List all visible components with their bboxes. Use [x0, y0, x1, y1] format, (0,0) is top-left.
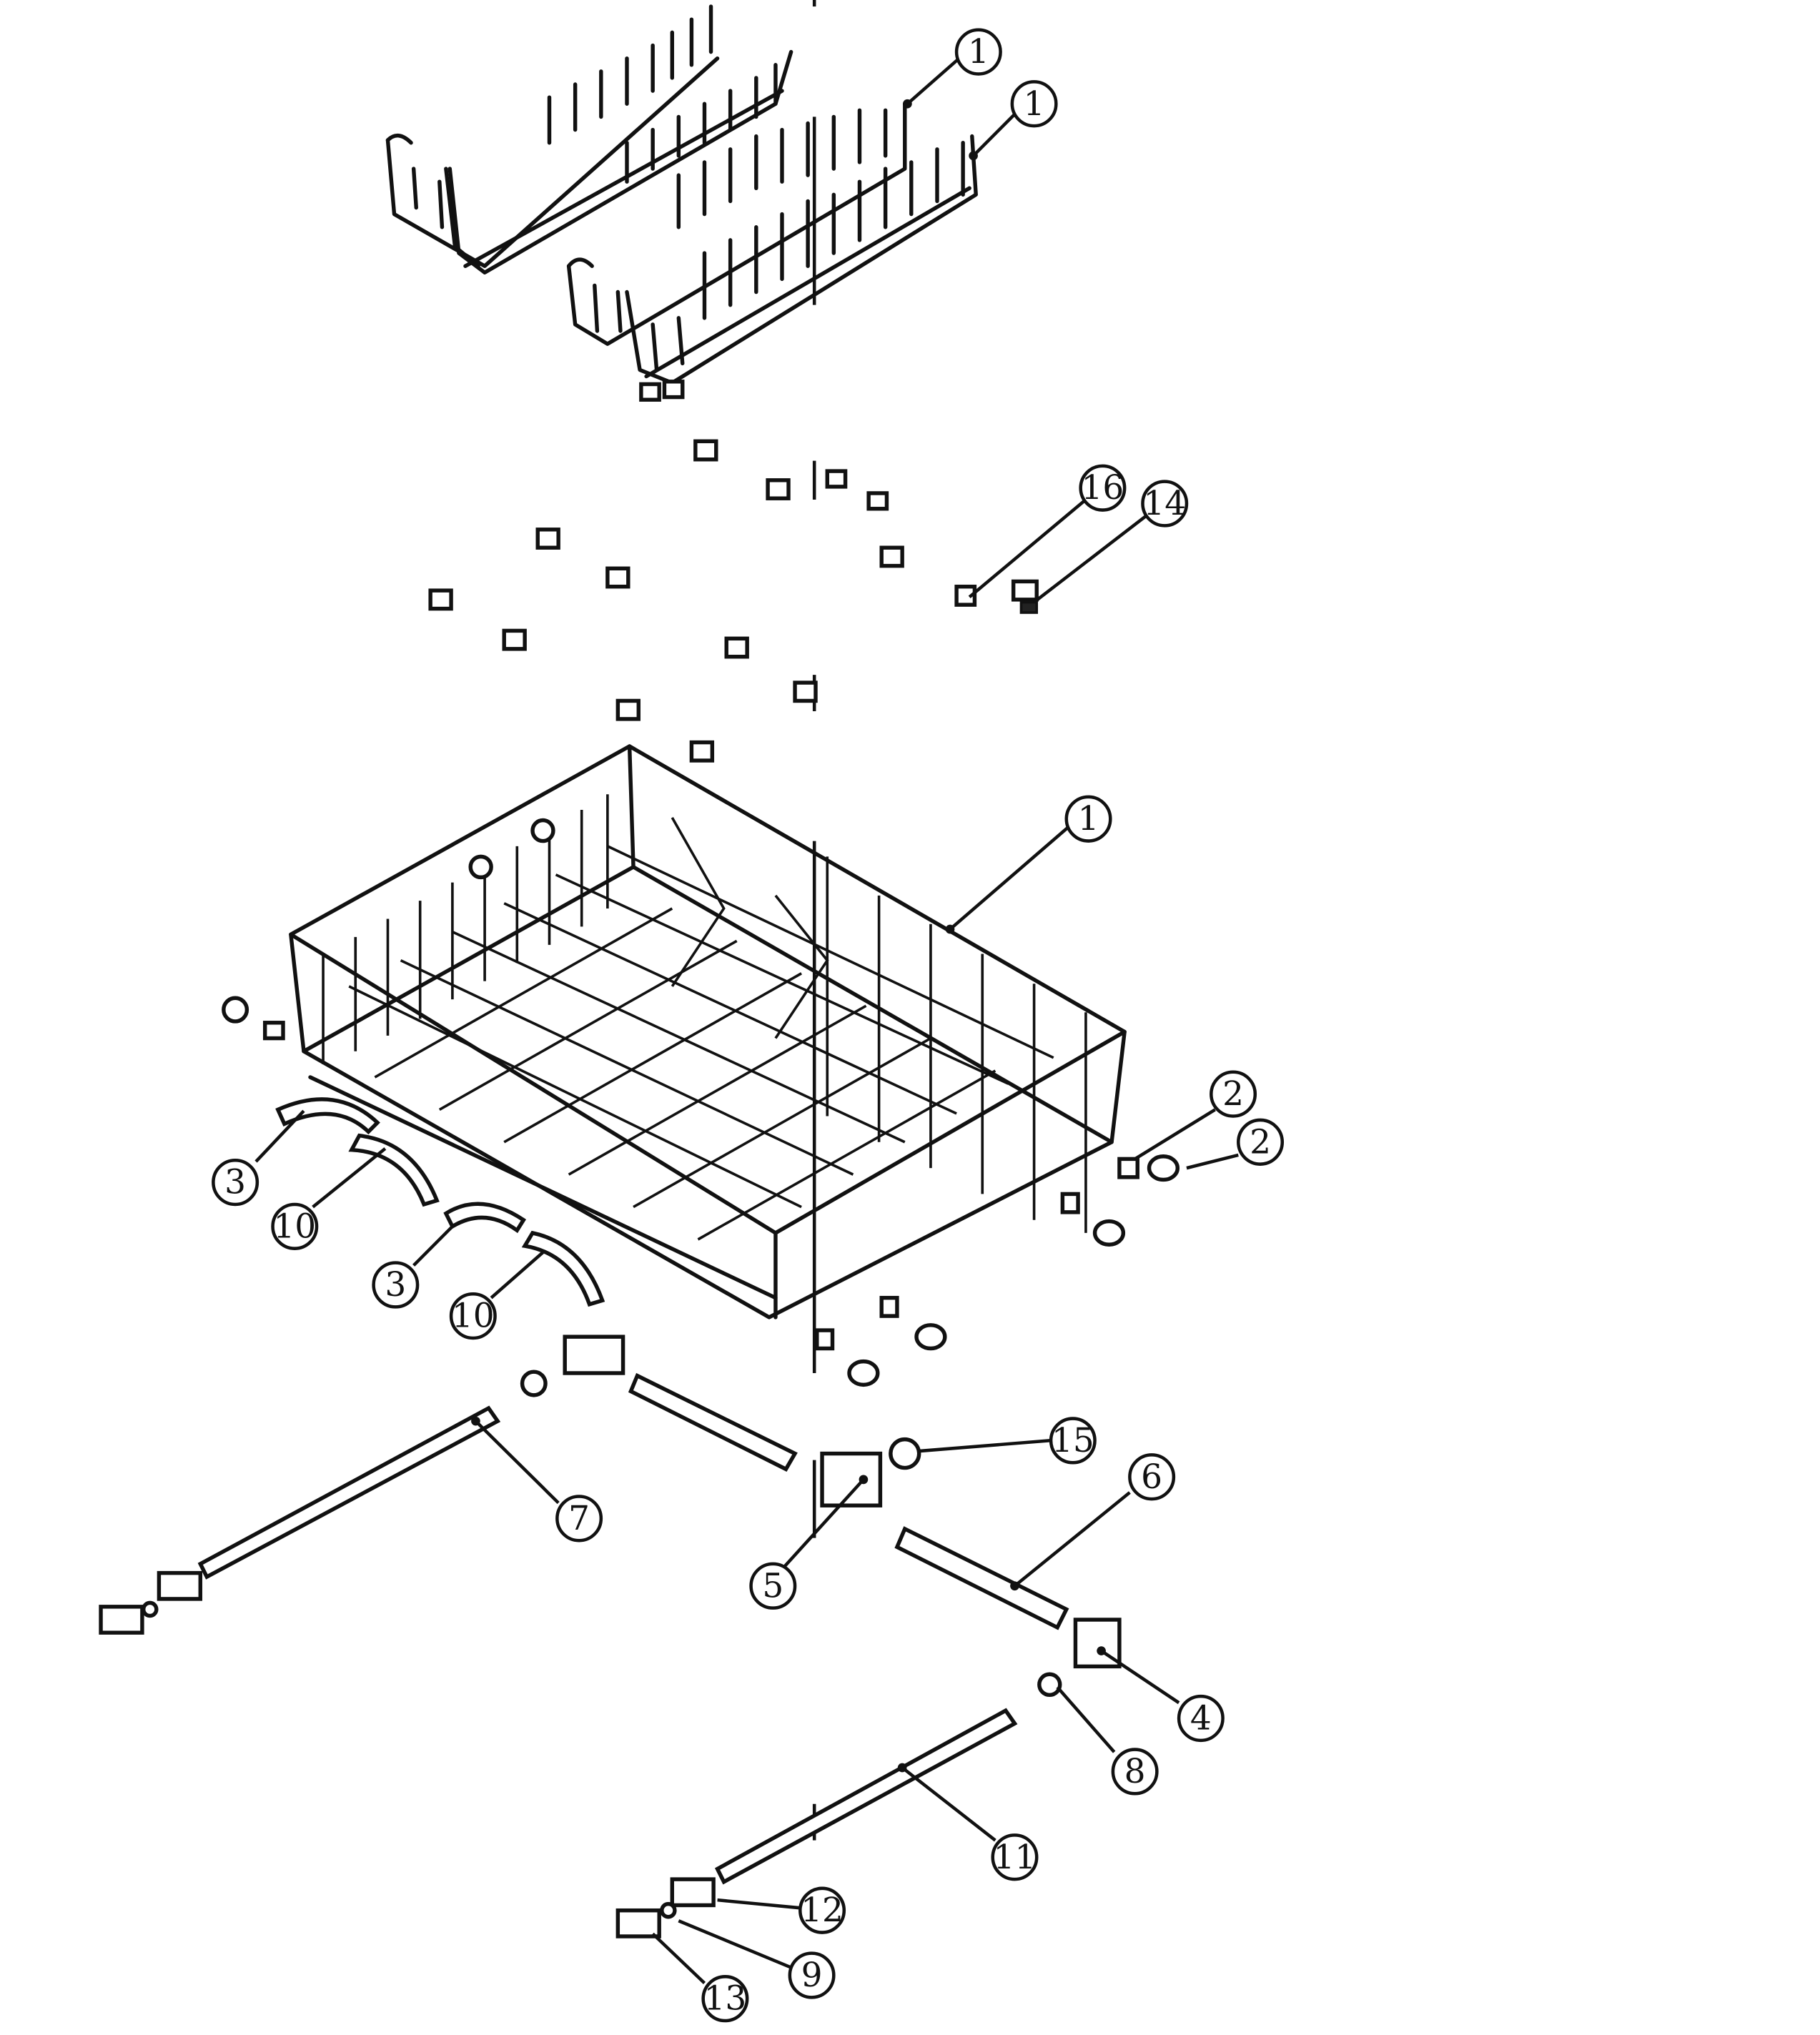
tine-row-upper-left	[385, 4, 720, 268]
callout-label: 10	[452, 1297, 495, 1336]
callout-2: 2	[1210, 1070, 1257, 1118]
callout-label: 15	[1052, 1421, 1094, 1460]
callout-label: 4	[1190, 1698, 1212, 1738]
callout-1: 1	[1064, 795, 1112, 843]
callout-label: 2	[1250, 1122, 1271, 1162]
clip-parts	[428, 380, 1039, 763]
callout-13: 13	[701, 1975, 749, 2023]
track-rails	[275, 1097, 605, 1307]
callout-15: 15	[1049, 1417, 1097, 1465]
callout-label: 5	[762, 1566, 783, 1605]
callout-10: 10	[271, 1202, 319, 1250]
callout-label: 10	[273, 1207, 316, 1246]
callout-label: 1	[1078, 799, 1099, 838]
callout-2: 2	[1237, 1118, 1285, 1166]
callout-12: 12	[798, 1886, 846, 1934]
callout-label: 12	[801, 1891, 844, 1930]
callout-7: 7	[555, 1495, 603, 1543]
callout-label: 7	[568, 1499, 590, 1538]
callout-label: 8	[1124, 1752, 1146, 1791]
rollers	[815, 1154, 1180, 1387]
callout-16: 16	[1079, 464, 1127, 512]
callout-label: 1	[968, 32, 989, 71]
callout-6: 6	[1128, 1453, 1176, 1501]
callout-10: 10	[449, 1292, 497, 1340]
tine-row-lower-left	[566, 101, 907, 346]
leader-lines	[254, 56, 1239, 1985]
callout-label: 11	[994, 1838, 1037, 1877]
callout-8: 8	[1111, 1748, 1159, 1796]
callout-1: 1	[1010, 80, 1058, 128]
tine-row-lower-right	[625, 134, 978, 385]
callout-9: 9	[788, 1951, 836, 1999]
callout-label: 9	[801, 1956, 823, 1995]
callout-4: 4	[1177, 1694, 1225, 1743]
callout-label: 1	[1024, 84, 1045, 124]
callout-label: 3	[385, 1265, 406, 1304]
callout-label: 14	[1143, 484, 1186, 523]
callout-14: 14	[1141, 480, 1189, 528]
callout-11: 11	[991, 1833, 1039, 1881]
lower-basket	[222, 744, 1127, 1319]
tine-row-upper-right	[447, 49, 793, 275]
callout-label: 6	[1141, 1457, 1162, 1497]
callout-3: 3	[372, 1261, 420, 1309]
tubes-and-fittings	[99, 1335, 1122, 1939]
callout-3: 3	[212, 1158, 259, 1207]
callout-1: 1	[954, 28, 1002, 76]
callout-label: 2	[1222, 1074, 1244, 1114]
callout-label: 3	[224, 1163, 246, 1202]
callout-5: 5	[749, 1562, 797, 1610]
callout-label: 16	[1082, 468, 1124, 507]
callout-label: 13	[704, 1979, 747, 2019]
